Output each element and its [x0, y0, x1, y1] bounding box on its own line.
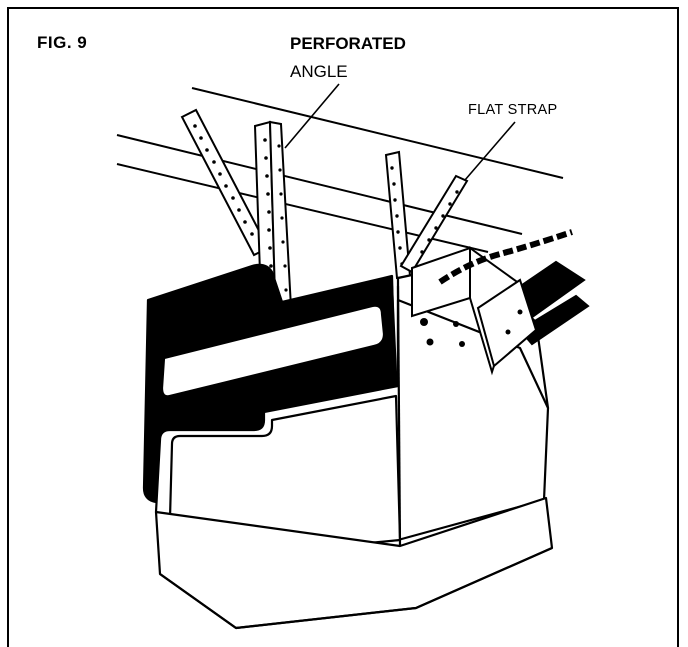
- ceiling-lines: [116, 87, 564, 253]
- label-perforated: PERFORATED: [290, 34, 406, 53]
- label-flat-strap: FLAT STRAP: [468, 102, 558, 118]
- leader-lines: [284, 83, 516, 181]
- rail-hardware: [411, 229, 590, 376]
- figure-frame: [7, 7, 679, 647]
- figure-title: FIG. 9: [37, 33, 88, 52]
- opener-body: [142, 260, 554, 630]
- label-angle: ANGLE: [290, 62, 348, 81]
